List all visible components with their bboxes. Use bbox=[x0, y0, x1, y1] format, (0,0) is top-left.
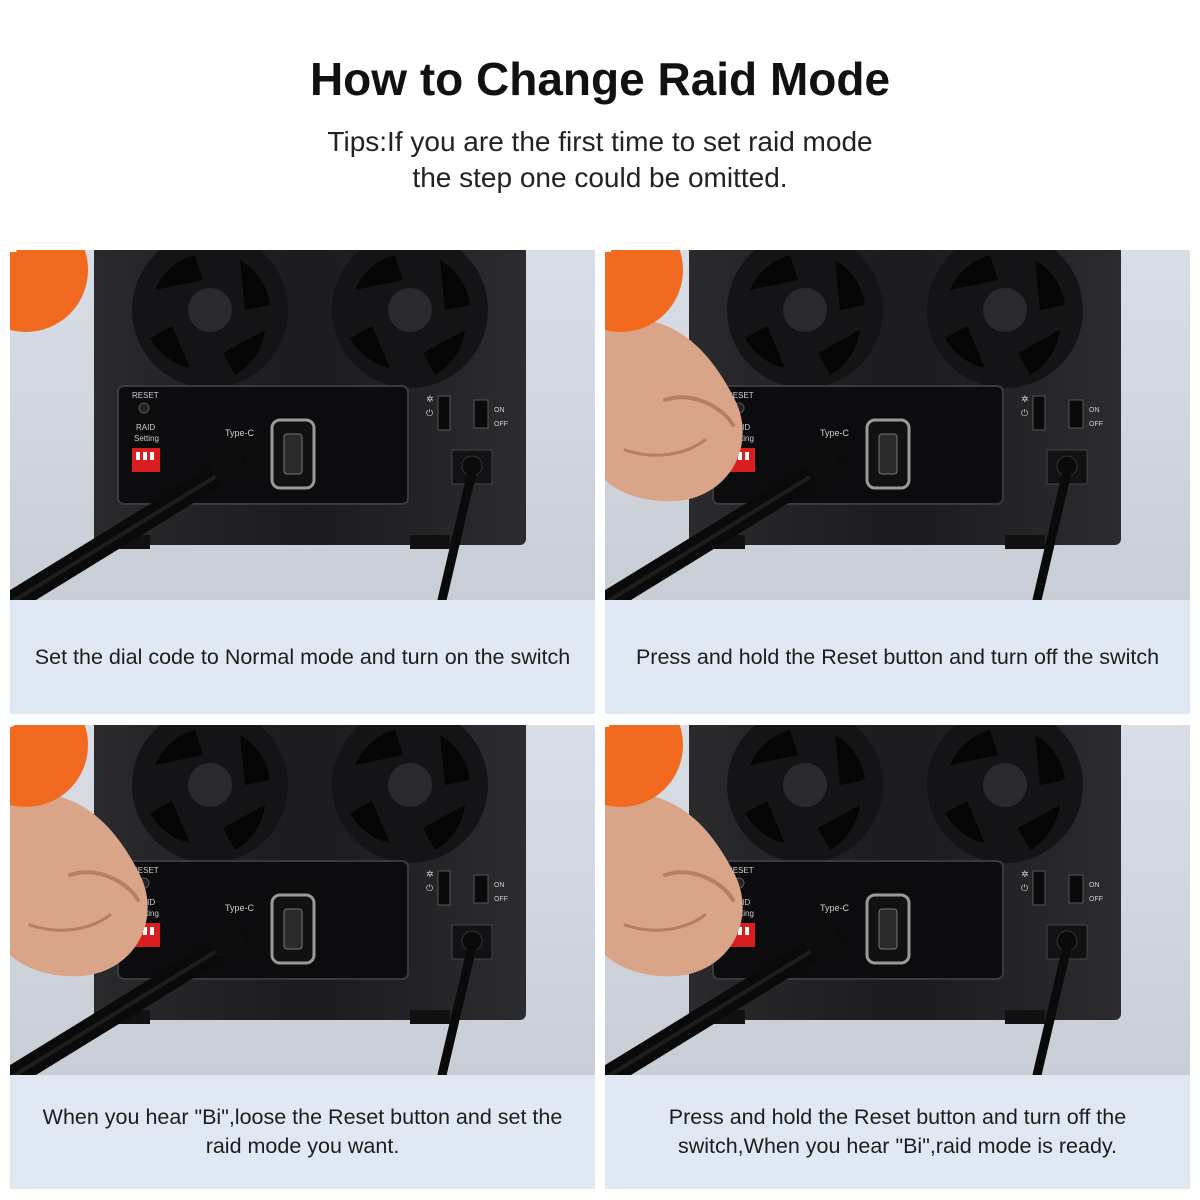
power-icon: ⏻ bbox=[1021, 883, 1028, 894]
step-photo: RESET RAID Setting Type-C ✲ ⏻ ON OFF bbox=[10, 725, 595, 1075]
fan-icon bbox=[727, 725, 883, 863]
reset-label: RESET bbox=[132, 866, 159, 875]
enclosure-illustration: RESET RAID Setting Type-C ✲ ⏻ ON OFF bbox=[10, 250, 526, 600]
hand-icon bbox=[10, 793, 148, 977]
on-label: ON bbox=[494, 407, 505, 414]
fan-switch[interactable] bbox=[437, 395, 451, 431]
enclosure-illustration: RESET RAID Setting Type-C ✲ ⏻ ON OFF bbox=[605, 725, 1121, 1075]
off-label: OFF bbox=[494, 421, 508, 428]
fan-icon: ✲ bbox=[426, 395, 434, 405]
step-caption-box: Press and hold the Reset button and turn… bbox=[605, 1075, 1190, 1189]
hand-icon bbox=[605, 318, 743, 502]
fan-switch[interactable] bbox=[1032, 395, 1046, 431]
power-switch-area: ✲ ⏻ ON OFF bbox=[1021, 870, 1103, 960]
cables bbox=[10, 924, 477, 1075]
fan-icon bbox=[132, 250, 288, 388]
power-icon: ⏻ bbox=[1021, 408, 1028, 419]
power-switch[interactable] bbox=[1068, 874, 1084, 904]
fan-icon bbox=[727, 250, 883, 388]
power-icon: ⏻ bbox=[426, 883, 433, 894]
type-c-label: Type-C bbox=[225, 428, 255, 438]
raid-label-line1: RAID bbox=[136, 423, 155, 432]
power-switch[interactable] bbox=[1068, 399, 1084, 429]
hand-icon bbox=[605, 793, 743, 977]
fan-icon: ✲ bbox=[1021, 395, 1029, 405]
fan-icon: ✲ bbox=[426, 870, 434, 880]
fan-icon bbox=[332, 250, 488, 388]
reset-button[interactable] bbox=[138, 402, 150, 414]
control-plate: RESET RAID Setting Type-C bbox=[117, 385, 409, 505]
fan-icon bbox=[132, 725, 288, 863]
fan-icon bbox=[927, 250, 1083, 388]
step-panel-2: RESET RAID Setting Type-C ✲ ⏻ ON OFF bbox=[605, 250, 1190, 714]
cables bbox=[10, 449, 477, 600]
type-c-label: Type-C bbox=[225, 903, 255, 913]
step-caption-box: Press and hold the Reset button and turn… bbox=[605, 600, 1190, 714]
fan-switch[interactable] bbox=[437, 870, 451, 906]
step-panel-3: RESET RAID Setting Type-C ✲ ⏻ ON OFF bbox=[10, 725, 595, 1189]
tips-line-1: Tips:If you are the first time to set ra… bbox=[327, 126, 873, 157]
fan-icon bbox=[332, 725, 488, 863]
reset-label: RESET bbox=[727, 391, 754, 400]
fan-icon bbox=[927, 725, 1083, 863]
step-number: 4 bbox=[605, 725, 633, 743]
power-switch-area: ✲ ⏻ ON OFF bbox=[426, 395, 508, 485]
enclosure-illustration: RESET RAID Setting Type-C ✲ ⏻ ON OFF bbox=[10, 725, 526, 1075]
step-caption-box: Set the dial code to Normal mode and tur… bbox=[10, 600, 595, 714]
step-caption: Press and hold the Reset button and turn… bbox=[635, 644, 1160, 669]
power-switch[interactable] bbox=[473, 874, 489, 904]
control-plate: RESET RAID Setting Type-C bbox=[712, 385, 1004, 505]
control-plate: RESET RAID Setting Type-C bbox=[117, 860, 409, 980]
step-caption-box: When you hear "Bi",loose the Reset butto… bbox=[10, 1075, 595, 1189]
off-label: OFF bbox=[494, 896, 508, 903]
fan-icon: ✲ bbox=[1021, 870, 1029, 880]
step-panel-1: RESET RAID Setting Type-C ✲ ⏻ ON OFF bbox=[10, 250, 595, 714]
tips-line-2: the step one could be omitted. bbox=[412, 162, 788, 193]
off-label: OFF bbox=[1089, 896, 1103, 903]
power-switch[interactable] bbox=[473, 399, 489, 429]
step-photo: RESET RAID Setting Type-C ✲ ⏻ ON OFF bbox=[10, 250, 595, 600]
step-number: 3 bbox=[10, 725, 38, 743]
page-title: How to Change Raid Mode bbox=[309, 53, 891, 105]
power-icon: ⏻ bbox=[426, 408, 433, 419]
reset-label: RESET bbox=[727, 866, 754, 875]
reset-label: RESET bbox=[132, 391, 159, 400]
off-label: OFF bbox=[1089, 421, 1103, 428]
raid-label-line2: Setting bbox=[134, 434, 159, 443]
type-c-label: Type-C bbox=[820, 903, 850, 913]
cables bbox=[605, 924, 1072, 1075]
step-number: 1 bbox=[10, 250, 38, 268]
control-plate: RESET RAID Setting Type-C bbox=[712, 860, 1004, 980]
type-c-label: Type-C bbox=[820, 428, 850, 438]
on-label: ON bbox=[494, 882, 505, 889]
step-panel-4: RESET RAID Setting Type-C ✲ ⏻ ON OFF bbox=[605, 725, 1190, 1189]
step-caption: Set the dial code to Normal mode and tur… bbox=[34, 644, 571, 669]
enclosure-illustration: RESET RAID Setting Type-C ✲ ⏻ ON OFF bbox=[605, 250, 1121, 600]
fan-switch[interactable] bbox=[1032, 870, 1046, 906]
on-label: ON bbox=[1089, 882, 1100, 889]
step-photo: RESET RAID Setting Type-C ✲ ⏻ ON OFF bbox=[605, 250, 1190, 600]
step-number: 2 bbox=[605, 250, 633, 268]
on-label: ON bbox=[1089, 407, 1100, 414]
cables bbox=[605, 449, 1072, 600]
tips-text: Tips:If you are the first time to set ra… bbox=[0, 124, 1200, 196]
step-caption: Press and hold the Reset button and turn… bbox=[668, 1105, 1127, 1158]
step-caption: When you hear "Bi",loose the Reset butto… bbox=[42, 1105, 563, 1158]
step-photo: RESET RAID Setting Type-C ✲ ⏻ ON OFF bbox=[605, 725, 1190, 1075]
